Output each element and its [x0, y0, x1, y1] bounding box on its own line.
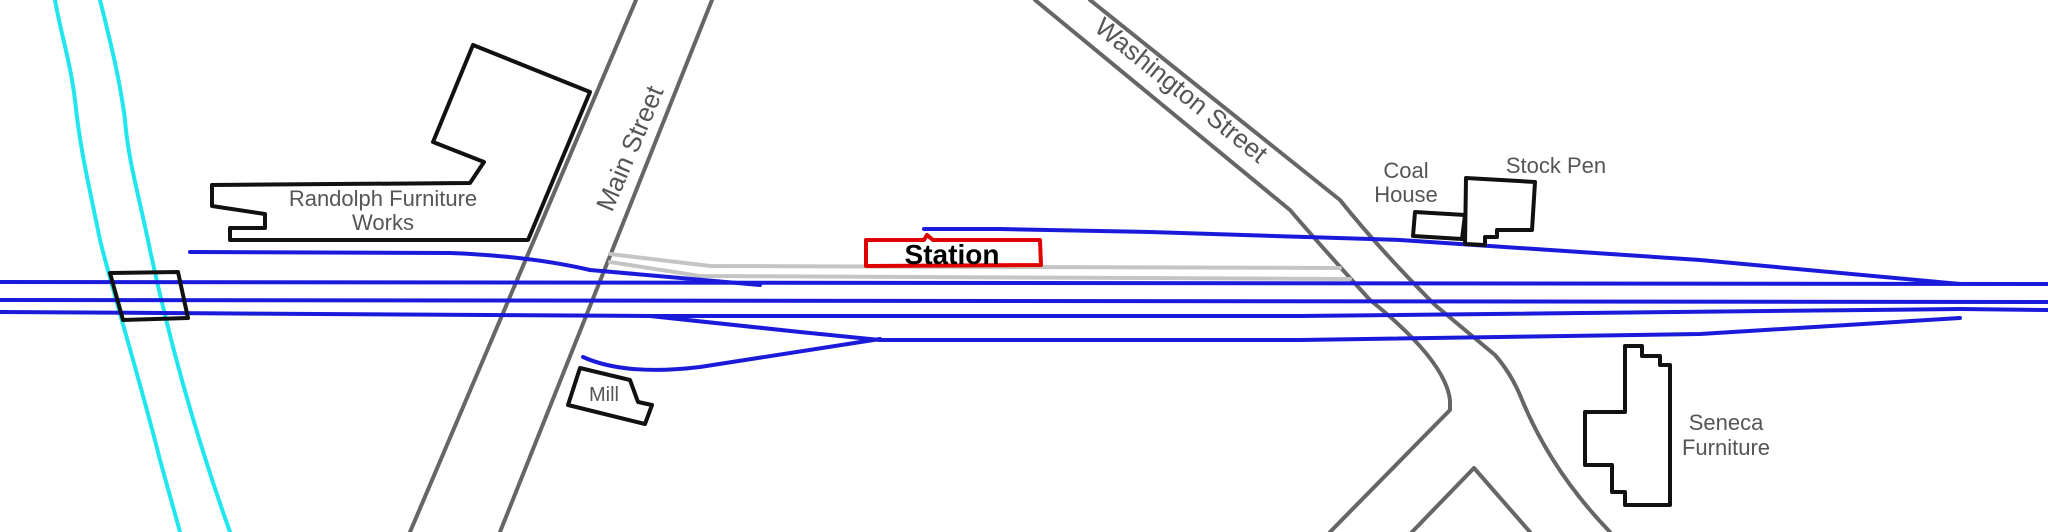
main-track-1: [0, 280, 2048, 286]
main-street-road: [408, 0, 714, 532]
upper-siding-track: [188, 250, 762, 287]
main-track-3: [0, 307, 2048, 318]
randolph-label-line-2: Works: [352, 210, 414, 235]
mill-label: Mill: [589, 384, 619, 406]
station-label: Station: [905, 239, 1000, 270]
stock-pen-label: Stock Pen: [1506, 153, 1606, 178]
main-track-2: [0, 298, 2048, 304]
stock-pen-building: [1463, 176, 1537, 247]
seneca-label-line-1: Seneca: [1689, 410, 1764, 435]
coal-house-label-line-1: Coal: [1383, 158, 1428, 183]
railway-tracks: [0, 227, 2048, 372]
mill-spur-track: [581, 337, 882, 372]
river: [53, 0, 232, 532]
randolph-furniture-works-building: [210, 43, 592, 242]
north-siding-track: [922, 227, 1962, 286]
main-street-label: Main Street: [590, 81, 670, 216]
bridge: [108, 270, 190, 322]
washington-street-label: Washington Street: [1089, 11, 1274, 169]
seneca-label-line-2: Furniture: [1682, 435, 1770, 460]
randolph-label-line-1: Randolph Furniture: [289, 186, 477, 211]
coal-house-label-line-2: House: [1374, 182, 1438, 207]
seneca-furniture-building: [1583, 344, 1672, 507]
south-siding-track: [648, 314, 1962, 342]
mill-building: [566, 366, 654, 426]
station-building: [864, 233, 1043, 268]
coal-house-building: [1411, 210, 1467, 241]
grey-siding: [608, 252, 1352, 281]
